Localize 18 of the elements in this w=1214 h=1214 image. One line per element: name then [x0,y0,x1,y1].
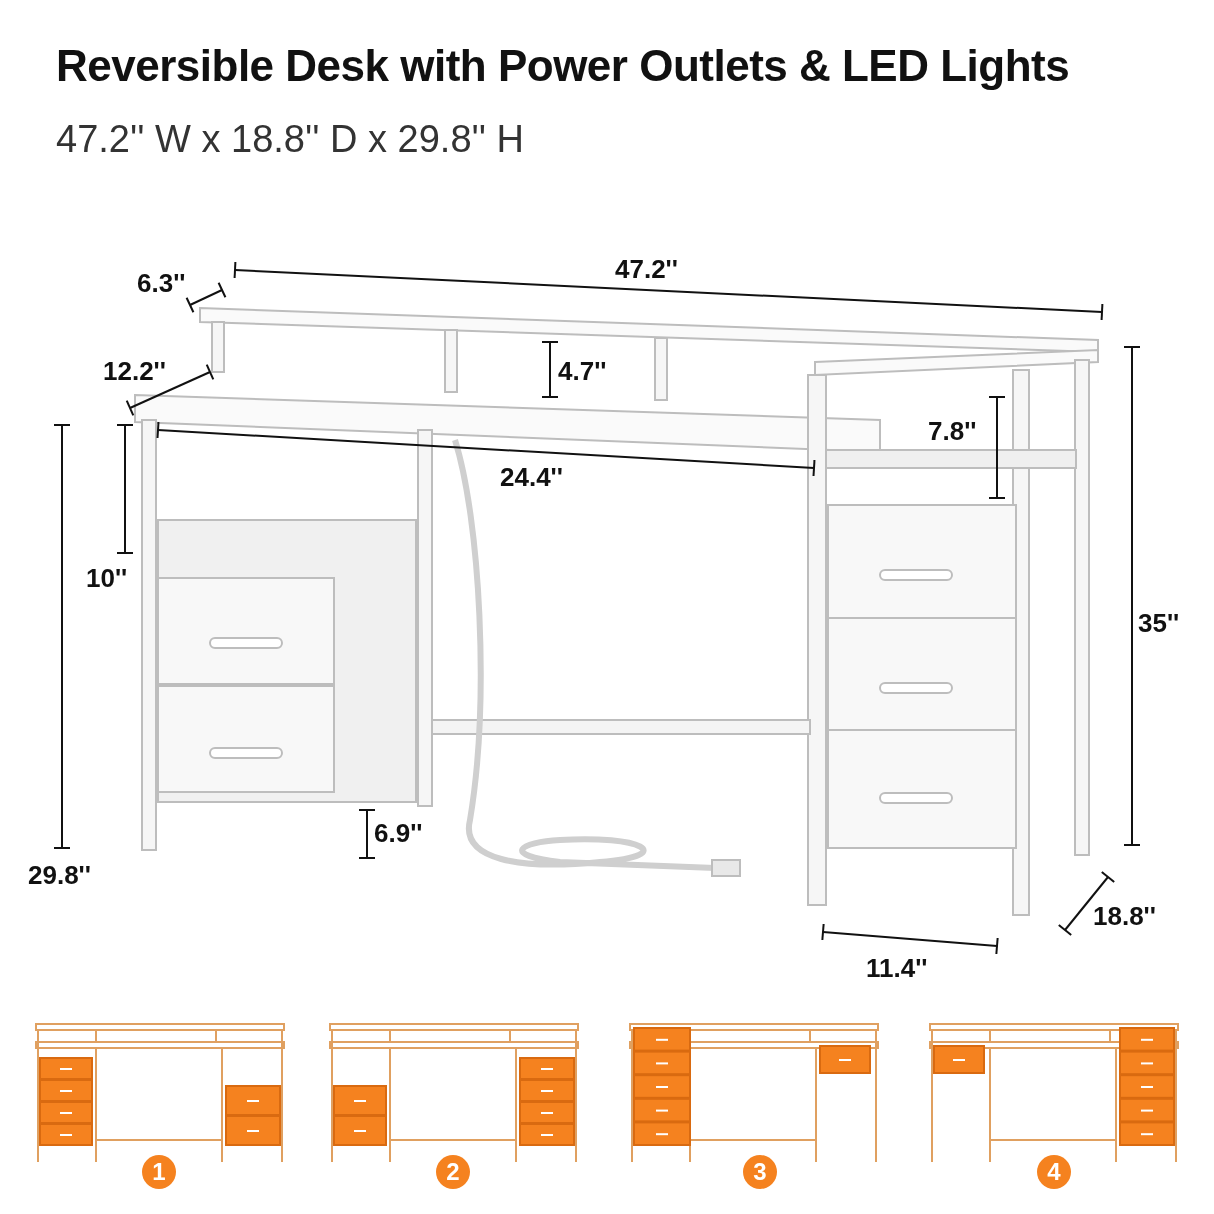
dimension-label: 11.4'' [866,955,928,981]
dimension-label: 35'' [1138,610,1180,636]
subtitle-text: 47.2'' W x 18.8'' D x 29.8'' H [56,120,525,158]
dimension-label: 18.8'' [1093,903,1156,929]
step-number-badge: 3 [743,1155,777,1189]
dimension-label: 6.3'' [137,270,186,296]
dimension-label: 24.4'' [500,464,563,490]
step-number-badge: 1 [142,1155,176,1189]
dimension-label: 12.2'' [103,358,166,384]
dimension-label: 47.2'' [615,256,678,282]
step-number-badge: 2 [436,1155,470,1189]
dimension-label: 6.9'' [374,820,423,846]
title-text: Reversible Desk with Power Outlets & LED Lights [56,44,1070,88]
step-number-badge: 4 [1037,1155,1071,1189]
dimension-label: 7.8'' [928,418,977,444]
dimension-label: 29.8'' [28,862,91,888]
dimension-label: 10'' [86,565,128,591]
dimension-label: 4.7'' [558,358,607,384]
